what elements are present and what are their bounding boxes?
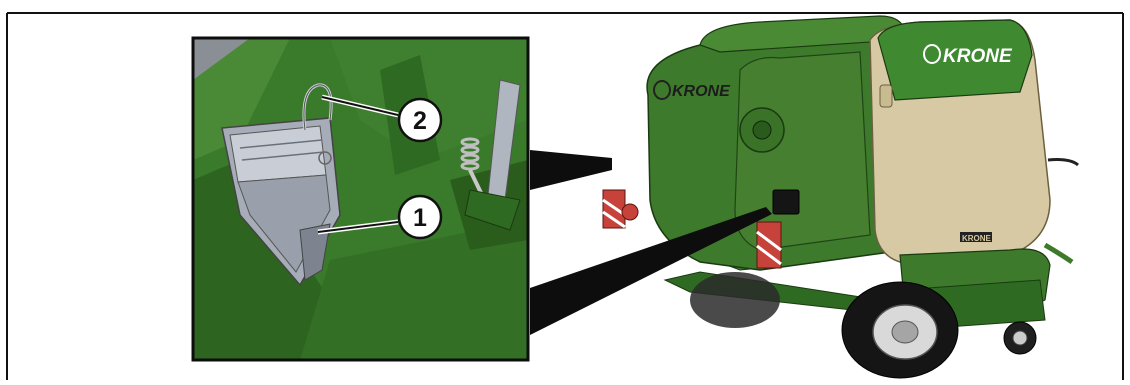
callout-1-number: 1 bbox=[413, 204, 427, 232]
svg-text:KRONE: KRONE bbox=[962, 234, 992, 243]
callout-2-number: 2 bbox=[413, 107, 427, 135]
detail-inset bbox=[193, 38, 528, 360]
tyre-icon bbox=[842, 282, 958, 378]
svg-text:KRONE: KRONE bbox=[672, 83, 731, 100]
svg-text:KRONE: KRONE bbox=[943, 46, 1013, 67]
round-baler-machine: KRONE KRONE KRONE bbox=[603, 16, 1078, 378]
document-holder-location bbox=[773, 190, 799, 214]
